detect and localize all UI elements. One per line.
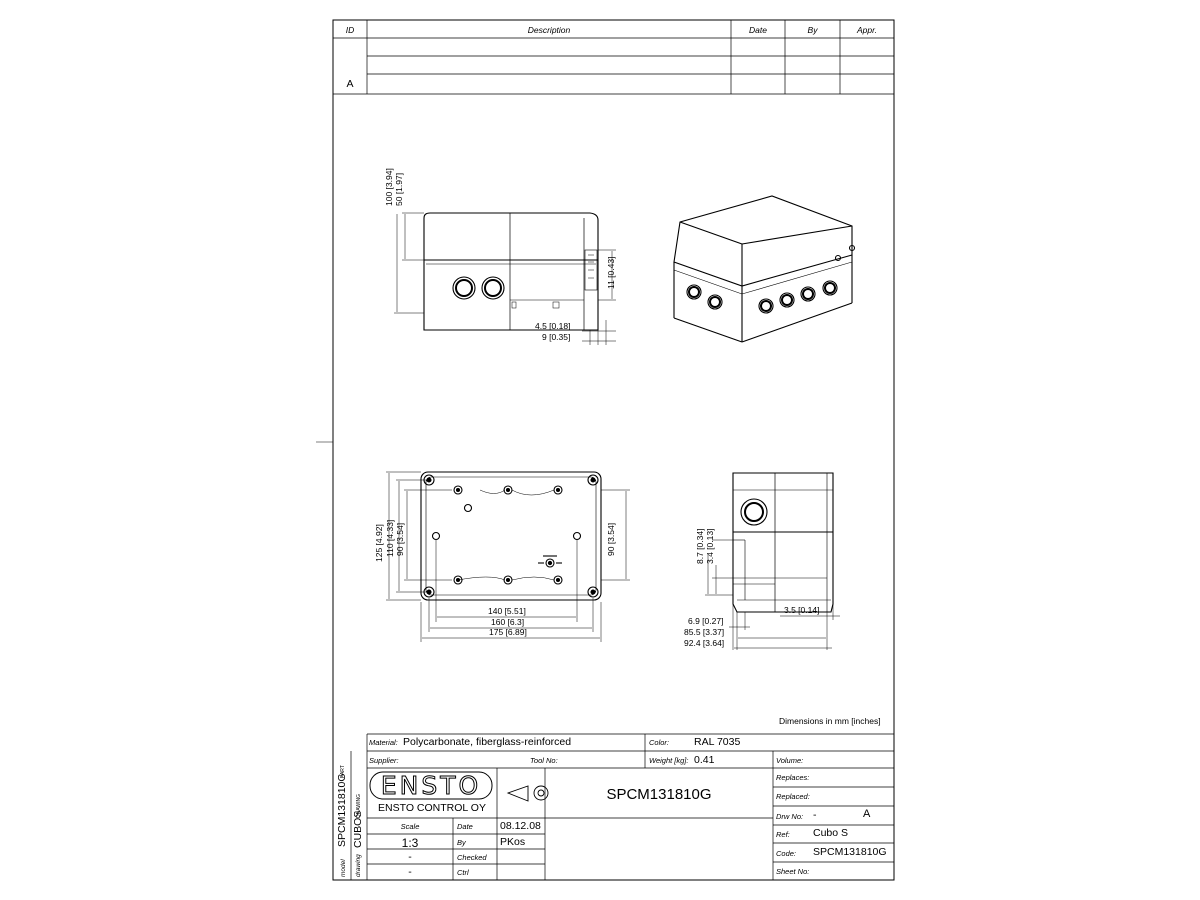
dim-side-height-total: 100 [3.94]	[384, 168, 394, 206]
isometric-view	[673, 195, 856, 343]
scale-dash-1: -	[408, 851, 412, 863]
color-value: RAL 7035	[694, 736, 741, 748]
side-view-dimension-lines	[394, 212, 616, 345]
code-value: SPCM131810G	[813, 846, 887, 858]
color-label: Color:	[649, 738, 670, 747]
ensto-logo-frame	[369, 771, 493, 800]
side-part-label: PART	[340, 765, 346, 778]
part-number: SPCM131810G	[606, 786, 712, 803]
sheet-border	[332, 19, 895, 881]
dim-end-width-b: 85.5 [3.37]	[684, 627, 725, 637]
bottom-view-dimension-lines	[386, 471, 630, 642]
date-label: Date	[457, 822, 473, 831]
dim-bottom-width-inner: 140 [5.51]	[488, 606, 526, 616]
dim-bottom-height-outer: 125 [4.92]	[374, 524, 384, 562]
dim-side-offset-b: 9 [0.35]	[542, 332, 571, 342]
rev-header-by: By	[807, 25, 818, 35]
dim-end-height-b: 3.4 [0.13]	[705, 528, 715, 564]
dim-end-offset: 3.5 [0.14]	[784, 605, 820, 615]
drw-rev: A	[863, 808, 871, 820]
rev-header-id: ID	[345, 25, 355, 35]
dimensions-note: Dimensions in mm [inches]	[779, 716, 881, 726]
side-part-value: SPCM131810G	[336, 773, 348, 847]
bottom-view	[420, 471, 602, 601]
ctrl-label: Ctrl	[457, 868, 469, 877]
ensto-logo: ENSTO	[380, 771, 482, 800]
side-drawing-small: drawing	[355, 854, 362, 877]
cone-symbol-icon	[506, 785, 549, 802]
dim-side-clearance: 11 [0.43]	[606, 256, 616, 289]
code-label: Code:	[776, 849, 797, 858]
scale-label: Scale	[400, 822, 420, 831]
rev-row-id: A	[346, 78, 354, 90]
rev-header-date: Date	[749, 25, 767, 35]
material-value: Polycarbonate, fiberglass-reinforced	[403, 736, 572, 748]
drw-no-label: Drw No:	[776, 812, 804, 821]
sheet-no-label: Sheet No:	[776, 867, 810, 876]
replaces-label: Replaces:	[776, 773, 810, 782]
ref-label: Ref:	[776, 830, 790, 839]
end-view	[732, 472, 834, 613]
side-model-label: model	[340, 859, 347, 877]
dim-bottom-height-inner: 90 [3.54]	[395, 522, 405, 556]
company-name: ENSTO CONTROL OY	[378, 802, 486, 814]
drw-no-value: -	[813, 809, 817, 821]
dim-end-width-a: 6.9 [0.27]	[688, 616, 724, 626]
weight-value: 0.41	[694, 754, 715, 766]
rev-header-description: Description	[527, 25, 571, 35]
checked-label: Checked	[457, 853, 487, 862]
dim-end-height-a: 8.7 [0.34]	[695, 528, 705, 564]
by-label: By	[457, 838, 466, 847]
side-drawing-label: DRAWING	[356, 794, 362, 818]
by-value: PKos	[500, 836, 526, 848]
supplier-label: Supplier:	[369, 756, 399, 765]
rev-header-appr: Appr.	[856, 25, 877, 35]
scale-value: 1:3	[401, 836, 419, 850]
dim-bottom-height-right: 90 [3.54]	[606, 522, 616, 556]
date-value: 08.12.08	[500, 820, 541, 832]
dim-bottom-width-mid: 160 [6.3]	[491, 617, 525, 627]
weight-label: Weight [kg]:	[649, 756, 689, 765]
dim-end-width-c: 92.4 [3.64]	[684, 638, 725, 648]
scale-dash-2: -	[408, 866, 412, 878]
end-view-dimension-lines	[705, 539, 840, 650]
title-block-grid	[350, 733, 894, 880]
volume-label: Volume:	[776, 756, 804, 765]
material-label: Material:	[369, 738, 398, 747]
dim-side-offset-a: 4.5 [0.18]	[535, 321, 571, 331]
replaced-label: Replaced:	[776, 792, 810, 801]
dim-side-height-lid: 50 [1.97]	[394, 172, 404, 206]
ref-value: Cubo S	[813, 827, 849, 839]
dim-bottom-height-mid: 110 [4.33]	[385, 519, 395, 557]
dim-bottom-width-outer: 175 [6.89]	[489, 627, 527, 637]
revision-table-grid	[333, 20, 894, 95]
side-view	[423, 212, 599, 331]
tool-no-label: Tool No:	[530, 756, 558, 765]
